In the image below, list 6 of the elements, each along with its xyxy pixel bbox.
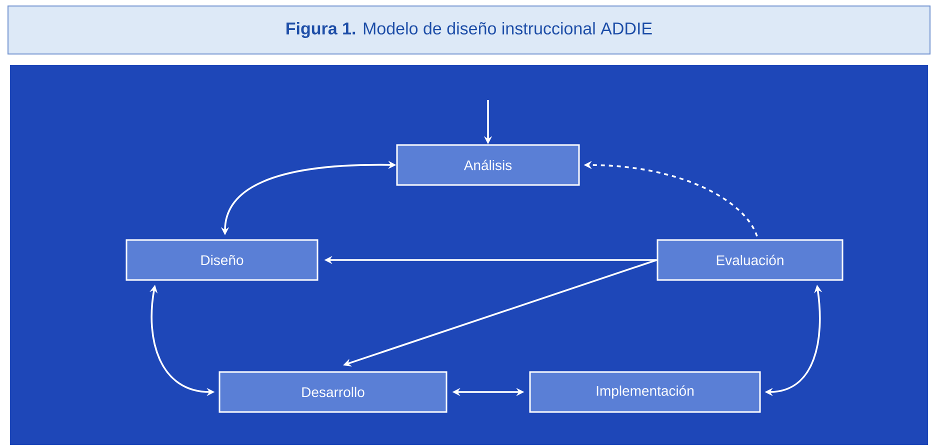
- stage-box: Evaluación: [656, 239, 844, 281]
- stage-box: Análisis: [396, 144, 580, 186]
- stage-box: Desarrollo: [218, 371, 448, 413]
- stage-box: Diseño: [126, 239, 318, 281]
- title-band: Figura 1. Modelo de diseño instruccional ADDIE: [8, 6, 931, 54]
- stage-box: Implementación: [529, 371, 761, 413]
